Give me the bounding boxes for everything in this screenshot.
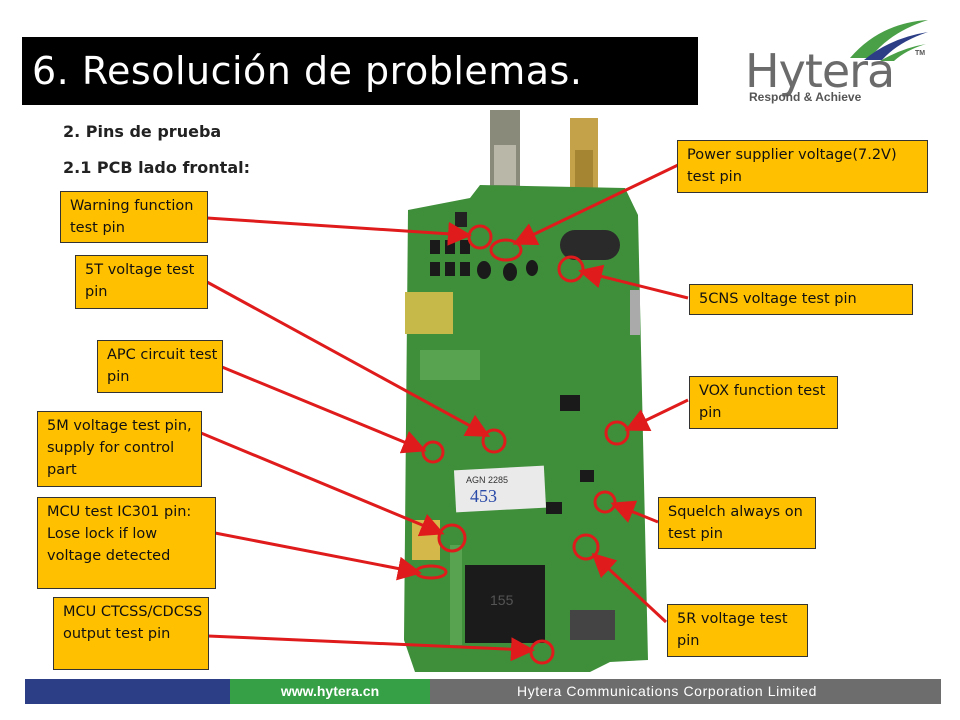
callout-5t-pin: 5T voltage test pin — [75, 255, 208, 309]
callout-squelch-pin: Squelch always on test pin — [658, 497, 816, 549]
callout-power-pin: Power supplier voltage(7.2V) test pin — [677, 140, 928, 193]
footer-bar: www.hytera.cn Hytera Communications Corp… — [25, 679, 941, 704]
footer-website: www.hytera.cn — [230, 679, 430, 704]
hytera-logo: Hytera TM Respond & Achieve — [745, 18, 935, 108]
logo-trademark: TM — [915, 50, 926, 57]
sticker-text: AGN 2285 — [466, 475, 508, 485]
footer-blue-segment — [25, 679, 230, 704]
logo-tagline: Respond & Achieve — [749, 90, 862, 104]
slide-title: 6. Resolución de problemas. — [22, 37, 698, 105]
callout-apc-pin: APC circuit test pin — [97, 340, 223, 393]
callout-mcu-ic301-pin: MCU test IC301 pin: Lose lock if low vol… — [37, 497, 216, 589]
footer-company: Hytera Communications Corporation Limite… — [430, 679, 941, 704]
section-heading: 2. Pins de prueba — [63, 122, 222, 141]
subsection-heading: 2.1 PCB lado frontal: — [63, 158, 251, 177]
callout-5m-pin: 5M voltage test pin, supply for control … — [37, 411, 202, 487]
mcu-ic — [465, 565, 545, 643]
callout-vox-pin: VOX function test pin — [689, 376, 838, 429]
callout-5cns-pin: 5CNS voltage test pin — [689, 284, 913, 315]
wing-icon — [850, 20, 928, 61]
sticker-handwriting: 453 — [470, 486, 497, 506]
callout-mcu-ctcss-pin: MCU CTCSS/CDCSS output test pin — [53, 597, 209, 670]
callout-5r-pin: 5R voltage test pin — [667, 604, 808, 657]
callout-warning-pin: Warning function test pin — [60, 191, 208, 243]
logo-wordmark: Hytera — [745, 44, 895, 98]
ic-marking: 155 — [490, 592, 514, 608]
